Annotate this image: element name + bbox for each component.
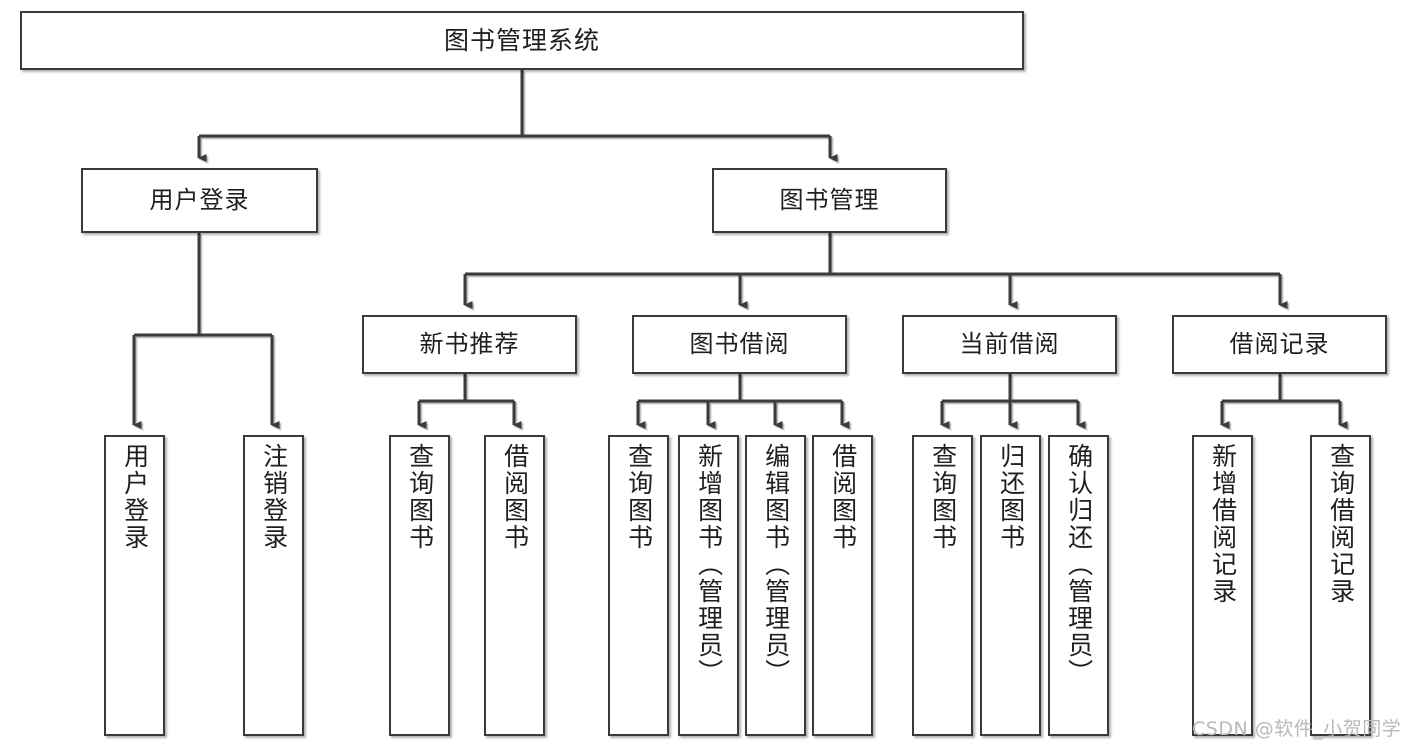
node-book-management[interactable]: 图书管理 [712,168,947,233]
csdn-watermark: CSDN @软件_小贺同学 [1192,718,1402,740]
node-label: 新增图书（管理员） [694,443,724,686]
leaf-logout[interactable]: 注销登录 [243,435,304,736]
node-new-book-recommendation[interactable]: 新书推荐 [362,315,577,374]
node-label: 新书推荐 [419,330,520,359]
leaf-user-login[interactable]: 用户登录 [104,435,165,736]
node-book-management-system[interactable]: 图书管理系统 [20,11,1024,70]
node-label: 借阅图书 [500,443,530,551]
node-book-borrowing[interactable]: 图书借阅 [632,315,847,374]
leaf-return-books[interactable]: 归还图书 [980,435,1041,736]
node-label: 查询图书 [405,443,435,551]
node-label: 借阅记录 [1229,330,1330,359]
node-label: 查询图书 [928,443,958,551]
leaf-query-books-recommend[interactable]: 查询图书 [389,435,450,736]
node-label: 新增借阅记录 [1208,443,1238,605]
node-label: 查询图书 [624,443,654,551]
node-borrowing-records[interactable]: 借阅记录 [1172,315,1387,374]
node-label: 当前借阅 [959,330,1060,359]
leaf-borrow-books[interactable]: 借阅图书 [812,435,873,736]
leaf-borrow-books-recommend[interactable]: 借阅图书 [484,435,545,736]
node-label: 用户登录 [149,186,250,215]
node-label: 借阅图书 [828,443,858,551]
node-label: 确认归还（管理员） [1064,443,1094,686]
leaf-add-book-admin[interactable]: 新增图书（管理员） [678,435,739,736]
node-label: 查询借阅记录 [1326,443,1356,605]
leaf-query-books-borrow[interactable]: 查询图书 [608,435,669,736]
leaf-add-borrow-record[interactable]: 新增借阅记录 [1192,435,1253,736]
node-label: 编辑图书（管理员） [761,443,791,686]
node-label: 图书借阅 [689,330,790,359]
node-user-login[interactable]: 用户登录 [81,168,318,233]
node-label: 归还图书 [996,443,1026,551]
leaf-edit-book-admin[interactable]: 编辑图书（管理员） [745,435,806,736]
node-label: 用户登录 [120,443,150,551]
leaf-confirm-return-admin[interactable]: 确认归还（管理员） [1048,435,1109,736]
node-label: 图书管理系统 [443,25,600,55]
leaf-query-books-current[interactable]: 查询图书 [912,435,973,736]
node-current-borrowing[interactable]: 当前借阅 [902,315,1117,374]
node-label: 图书管理 [779,186,880,215]
leaf-query-borrow-record[interactable]: 查询借阅记录 [1310,435,1371,736]
node-label: 注销登录 [259,443,289,551]
